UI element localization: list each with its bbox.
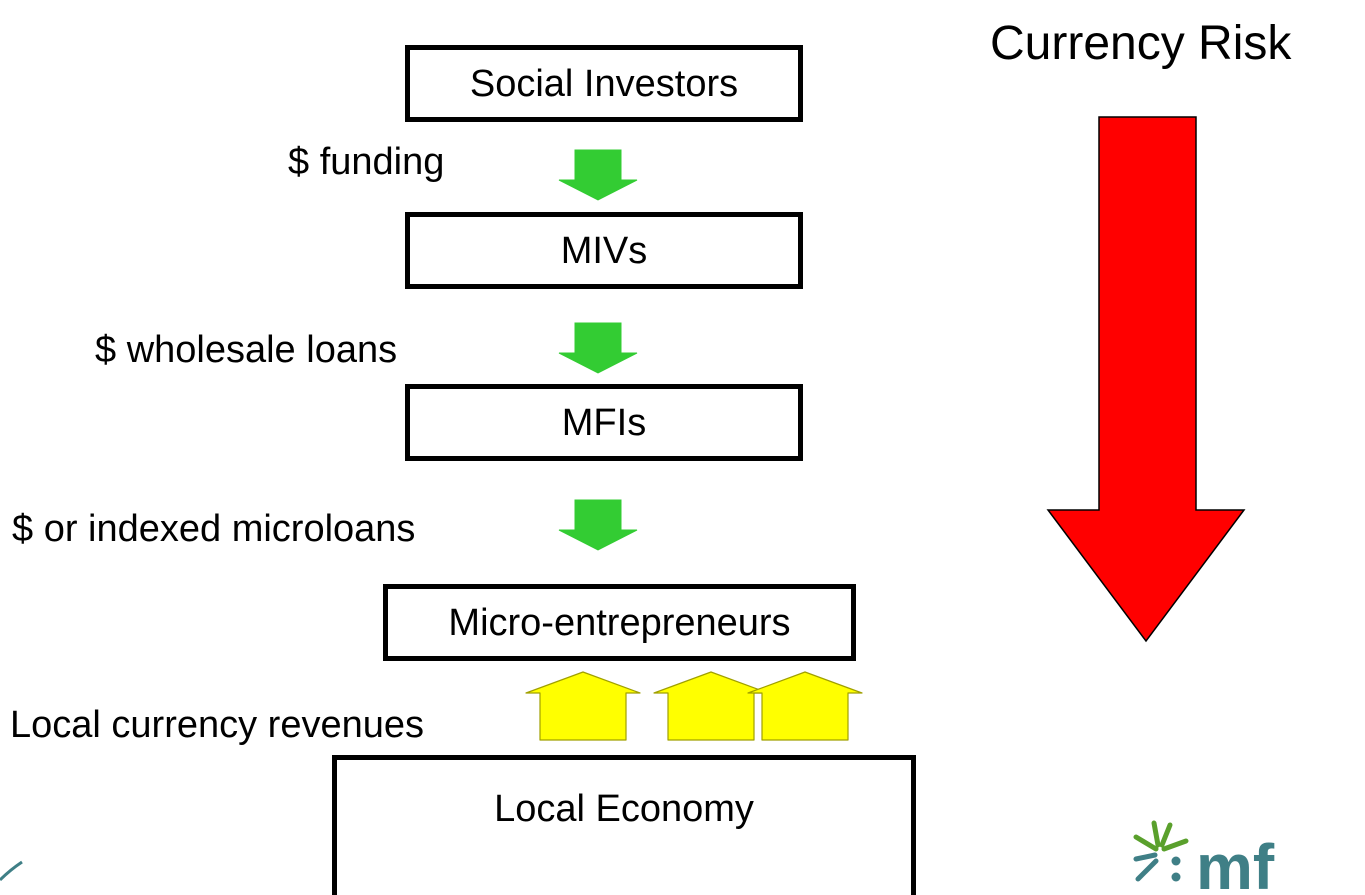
local-revenues-flow-label: Local currency revenues <box>10 704 424 746</box>
social-investors-box: Social Investors <box>405 45 803 122</box>
social-investors-label: Social Investors <box>469 62 739 105</box>
revenue-up-arrow-2 <box>653 671 769 741</box>
micro-entrepreneurs-label: Micro-entrepreneurs <box>448 601 791 644</box>
microloans-flow-label: $ or indexed microloans <box>12 508 416 550</box>
wholesale-loans-flow-label: $ wholesale loans <box>95 329 398 371</box>
funding-down-arrow <box>558 149 638 201</box>
funding-flow-label: $ funding <box>288 141 445 183</box>
micro-entrepreneurs-box: Micro-entrepreneurs <box>383 584 856 661</box>
logo-burst-icon <box>1133 820 1189 882</box>
revenue-up-arrow-3 <box>747 671 863 741</box>
mf-logo: mf <box>1120 815 1365 895</box>
mfis-box: MFIs <box>405 384 803 461</box>
logo-text: mf <box>1196 831 1275 895</box>
currency-risk-arrow <box>1046 116 1246 643</box>
currency-risk-label: Currency Risk <box>990 17 1292 70</box>
local-economy-box: Local Economy <box>332 755 916 895</box>
revenue-up-arrow-1 <box>525 671 641 741</box>
local-economy-label: Local Economy <box>494 788 754 830</box>
mfis-label: MFIs <box>561 401 647 444</box>
mivs-label: MIVs <box>560 229 648 272</box>
microloans-down-arrow <box>558 499 638 551</box>
wholesale-loans-down-arrow <box>558 322 638 374</box>
mivs-box: MIVs <box>405 212 803 289</box>
